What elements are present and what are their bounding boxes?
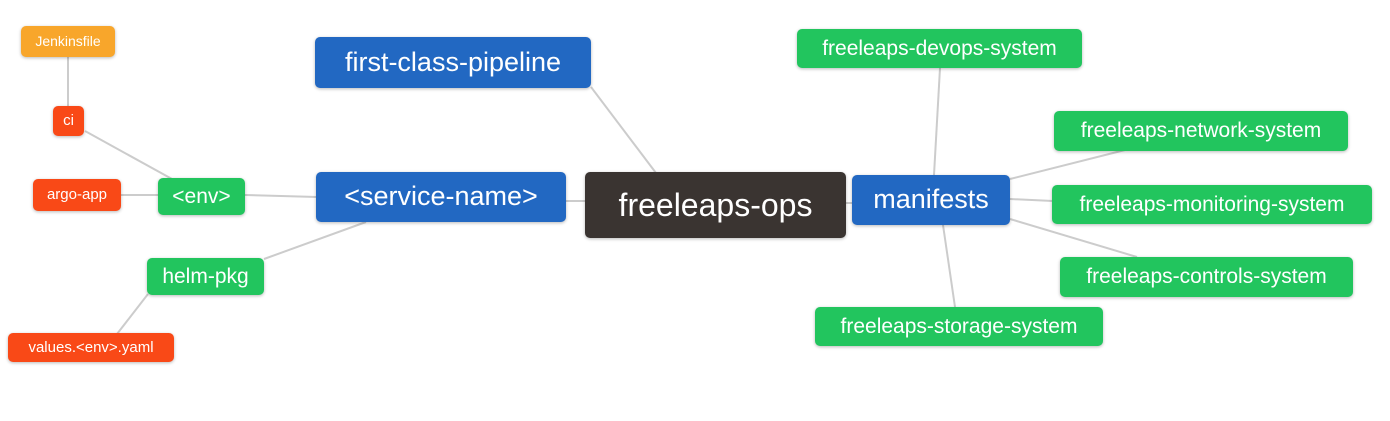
node-first-class-pipeline[interactable]: first-class-pipeline (315, 37, 591, 88)
node-label: ci (63, 112, 74, 129)
node-argo-app[interactable]: argo-app (33, 179, 121, 211)
node-freeleaps-storage-system[interactable]: freeleaps-storage-system (815, 307, 1103, 346)
node-label: argo-app (46, 186, 108, 203)
node-label: first-class-pipeline (344, 46, 562, 77)
node-env[interactable]: <env> (158, 178, 245, 215)
node-label: freeleaps-storage-system (840, 314, 1078, 338)
node-freeleaps-devops-system[interactable]: freeleaps-devops-system (797, 29, 1082, 68)
node-label: freeleaps-monitoring-system (1079, 192, 1345, 216)
node-label: freeleaps-devops-system (822, 36, 1057, 60)
node-label: freeleaps-ops (618, 186, 813, 223)
node-label: <env> (172, 184, 231, 208)
edge-manifests-to-freeleaps-controls-system (1009, 218, 1138, 258)
node-manifests[interactable]: manifests (852, 175, 1010, 225)
node-freeleaps-ops[interactable]: freeleaps-ops (585, 172, 846, 238)
node-service-name[interactable]: <service-name> (316, 172, 566, 222)
edge-manifests-to-freeleaps-monitoring-system (1009, 198, 1054, 202)
node-jenkinsfile[interactable]: Jenkinsfile (21, 26, 115, 57)
node-ci[interactable]: ci (53, 106, 84, 136)
edge-ci-to-env (84, 130, 173, 180)
node-helm-pkg[interactable]: helm-pkg (147, 258, 264, 295)
node-label: freeleaps-controls-system (1086, 265, 1327, 288)
edge-manifests-to-freeleaps-network-system (1009, 149, 1126, 180)
edge-manifests-to-freeleaps-storage-system (942, 224, 956, 308)
node-label: helm-pkg (162, 264, 249, 288)
edge-env-to-service-name (244, 194, 318, 198)
node-label: freeleaps-network-system (1080, 119, 1322, 142)
node-label: <service-name> (344, 181, 538, 211)
node-freeleaps-controls-system[interactable]: freeleaps-controls-system (1060, 257, 1353, 297)
node-freeleaps-monitoring-system[interactable]: freeleaps-monitoring-system (1052, 185, 1372, 224)
node-values-env-yaml[interactable]: values.<env>.yaml (8, 333, 174, 362)
edge-values-env-yaml-to-helm-pkg (116, 293, 149, 335)
edge-helm-pkg-to-service-name (263, 221, 367, 260)
edge-manifests-to-freeleaps-devops-system (933, 67, 941, 176)
node-freeleaps-network-system[interactable]: freeleaps-network-system (1054, 111, 1348, 151)
edge-first-class-pipeline-to-freeleaps-ops (590, 86, 657, 174)
node-label: values.<env>.yaml (28, 338, 154, 356)
node-label: Jenkinsfile (35, 33, 101, 49)
node-label: manifests (873, 184, 989, 214)
